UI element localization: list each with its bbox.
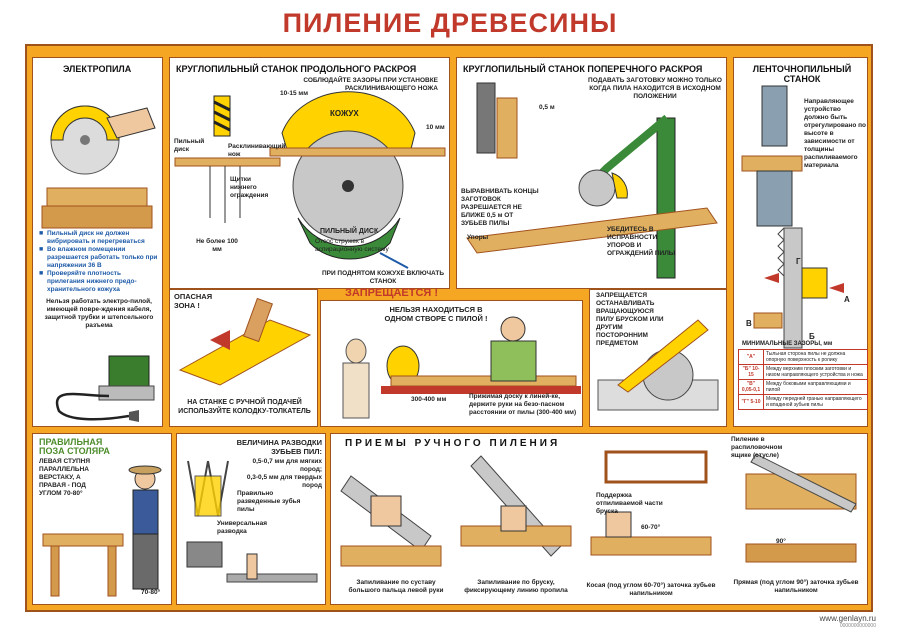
long-forbidden: ЗАПРЕЩАЕТСЯ ! [345,287,439,299]
posture-illustration [42,465,162,597]
page-title: ПИЛЕНИЕ ДРЕВЕСИНЫ [282,8,618,38]
long-dim-1015: 10-15 мм [280,90,309,97]
setting-teeth-illustration [187,460,229,517]
band-marker-a: А [844,295,850,304]
electro-cable-illustration [55,355,155,422]
electro-saw-illustration [41,105,156,229]
posture-heading: ПРАВИЛЬНАЯ ПОЗА СТОЛЯРА [39,437,110,456]
panel-posture: ПРАВИЛЬНАЯ ПОЗА СТОЛЯРА ЛЕВАЯ СТУПНЯ ПАР… [32,433,172,605]
band-detail-illustration [753,227,844,349]
band-marker-b: Б [809,332,815,341]
cross-saw-illustration [466,82,718,279]
band-heading: ЛЕНТОЧНОПИЛЬНЫЙ СТАНОК [752,64,852,84]
manual-saw-3-illustration [590,450,712,556]
panel-electro-saw: ЭЛЕКТРОПИЛА Пильный диск не должен вибри… [32,57,163,427]
cross-feed: ПОДАВАТЬ ЗАГОТОВКУ МОЖНО ТОЛЬКО КОГДА ПИ… [588,77,722,100]
manual-saw-1-illustration [340,475,442,567]
no-stop-illustration [597,319,719,411]
footer-code: 0000000000000 [839,623,876,629]
manual-support: Поддержка отпиливаемой части бруска [596,492,663,515]
panel-no-stop: ЗАПРЕЩАЕТСЯ ОСТАНАВЛИВАТЬ ВРАЩАЮЩУЮСЯ ПИ… [589,289,727,427]
long-cover-word: КОЖУХ [330,109,359,118]
manual-saw-4-illustration [745,453,857,563]
long-gap-note: СОБЛЮДАЙТЕ ЗАЗОРЫ ПРИ УСТАНОВКЕ РАСКЛИНИ… [303,77,438,92]
panel-pusher: ОПАСНАЯ ЗОНА ! НА СТАНКЕ С РУЧНОЙ ПОДАЧЕ… [169,289,318,427]
manual-angle-90: 90° [776,538,786,545]
table-row: "А"Тыльная сторона пилы не должна опорну… [738,349,868,365]
long-raised-cover: ПРИ ПОДНЯТОМ КОЖУХЕ ВКЛЮЧАТЬ СТАНОК [321,270,445,285]
manual-angle-6070: 60-70° [641,524,661,531]
setting-tool-illustration [186,541,318,583]
manual-cap-2: Запиливание по бруску, фиксирующему лини… [464,579,568,594]
long-suction: Отсос стружек в аспирационную систему [315,238,389,253]
center-warn: НЕЛЬЗЯ НАХОДИТЬСЯ В ОДНОМ СТВОРЕ С ПИЛОЙ… [384,305,488,323]
manual-cap-1: Запиливание по суставу большого пальца л… [348,579,444,594]
cross-stops: Упоры [467,234,489,241]
long-saw-illustration [174,91,446,269]
footer: www.genlayn.ru 0000000000000 [820,614,876,629]
cross-no-stop: ЗАПРЕЩАЕТСЯ ОСТАНАВЛИВАТЬ ВРАЩАЮЩУЮСЯ ПИ… [596,292,664,347]
manual-stool: Пиление в распиловочном ящике (стусле) [731,436,783,459]
band-min-gaps: МИНИМАЛЬНЫЕ ЗАЗОРЫ, мм [742,341,833,347]
center-note: Прижимая доску к линей-ке, держите руки … [469,393,577,416]
setting-hard: 0,3-0,5 мм для твердых пород [246,474,322,489]
manual-cap-4: Прямая (под углом 90°) заточка зубьев на… [733,579,859,594]
panel-longitudinal-saw: КРУГЛОПИЛЬНЫЙ СТАНОК ПРОДОЛЬНОГО РАСКРОЯ… [169,57,450,289]
long-heading: КРУГЛОПИЛЬНЫЙ СТАНОК ПРОДОЛЬНОГО РАСКРОЯ [176,64,417,74]
cross-dim-05: 0,5 м [539,104,555,111]
setting-heading: ВЕЛИЧИНА РАЗВОДКИ ЗУБЬЕВ ПИЛ: [236,438,322,456]
panel-center: НЕЛЬЗЯ НАХОДИТЬСЯ В ОДНОМ СТВОРЕ С ПИЛОЙ… [320,300,583,427]
posture-text: ЛЕВАЯ СТУПНЯ ПАРАЛЛЕЛЬНА ВЕРСТАКУ, А ПРА… [39,458,91,497]
cross-check: УБЕДИТЕСЬ В ИСПРАВНОСТИ УПОРОВ И ОГРАЖДЕ… [607,226,676,257]
cross-align: ВЫРАВНИВАТЬ КОНЦЫ ЗАГОТОВОК РАЗРЕШАЕТСЯ … [461,188,539,227]
setting-universal: Универсальная разводка [217,520,267,535]
cross-heading: КРУГЛОПИЛЬНЫЙ СТАНОК ПОПЕРЕЧНОГО РАСКРОЯ [463,64,703,74]
long-danger-zone: ОПАСНАЯ ЗОНА ! [174,292,213,310]
center-dist: 300-400 мм [411,396,447,403]
long-pusher: НА СТАНКЕ С РУЧНОЙ ПОДАЧЕЙ ИСПОЛЬЗУЙТЕ К… [178,399,311,415]
electro-bullet-3: Проверяйте плотность прилегания нижнего … [39,270,159,294]
panel-cross-saw: КРУГЛОПИЛЬНЫЙ СТАНОК ПОПЕРЕЧНОГО РАСКРОЯ… [456,57,727,289]
electro-bullet-2: Во влажном помещении разрешается работат… [39,246,159,270]
manual-saw-2-illustration [460,455,572,557]
manual-cap-3: Косая (под углом 60-70°) заточка зубьев … [586,582,716,597]
setting-soft: 0,5-0,7 мм для мягких пород; [252,458,323,473]
band-marker-g: Г [796,257,801,266]
panel-manual: ПРИЕМЫ РУЧНОГО ПИЛЕНИЯ Запиливание по су… [330,433,868,605]
electro-warning: Нельзя работать электро-пилой, имеющей п… [44,298,154,329]
setting-right: Правильно разведенные зубья пилы [237,490,301,513]
long-dim-10: 10 мм [426,124,445,131]
footer-site[interactable]: www.genlayn.ru [819,614,876,623]
band-saw-illustration [741,85,803,227]
band-gap-table: "А"Тыльная сторона пилы не должна опорну… [738,349,868,410]
posture-angle: 70-80° [141,589,161,596]
long-disk-word: ПИЛЬНЫЙ ДИСК [320,228,379,235]
electro-heading: ЭЛЕКТРОПИЛА [63,64,132,74]
band-marker-v: В [746,319,752,328]
band-guide: Направляющее устройство должно быть отре… [804,98,867,169]
center-illustration [342,316,581,419]
electro-bullet-1: Пильный диск не должен вибрировать и пер… [39,230,159,246]
panel-setting: ВЕЛИЧИНА РАЗВОДКИ ЗУБЬЕВ ПИЛ: 0,5-0,7 мм… [176,433,326,605]
long-label-disk: Пильный диск [174,138,205,153]
manual-heading: ПРИЕМЫ РУЧНОГО ПИЛЕНИЯ [345,438,561,449]
long-label-knife: Расклинивающий нож [228,143,286,158]
long-label-100: Не более 100 мм [196,238,238,253]
pusher-illustration [178,297,312,386]
long-label-guard: Щитки нижнего ограждения [230,176,269,199]
